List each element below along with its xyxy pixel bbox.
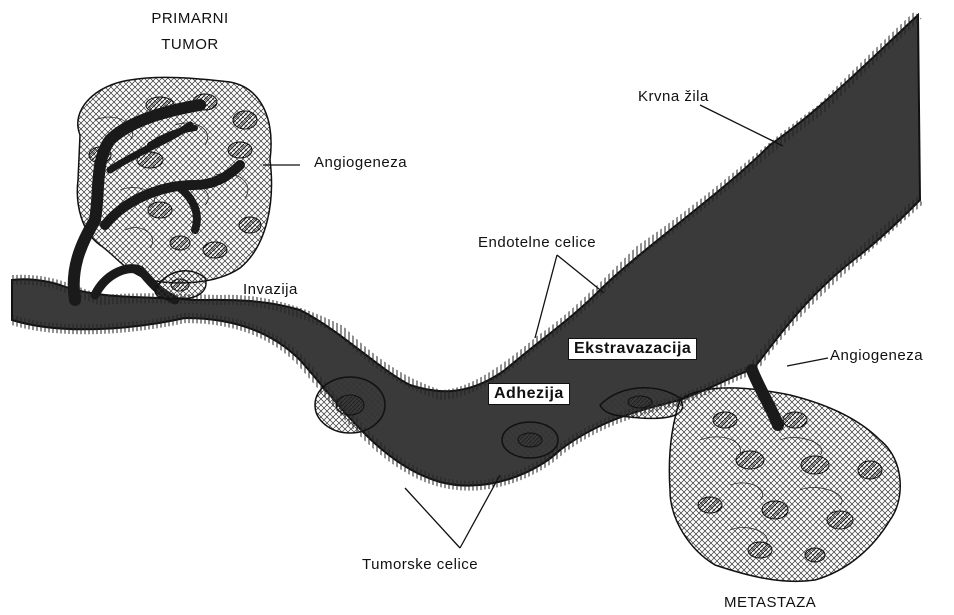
primary-tumor-label-line2: TUMOR: [130, 36, 250, 53]
endothelial-cells-label: Endotelne celice: [478, 234, 596, 251]
angiogenesis-label-top: Angiogeneza: [314, 154, 407, 171]
tumor-cells-label: Tumorske celice: [362, 556, 478, 573]
metastasis-label: METASTAZA: [724, 594, 816, 611]
primary-tumor-label-line1: PRIMARNI: [130, 10, 250, 27]
invasion-label: Invazija: [243, 281, 298, 298]
extravasation-label: Ekstravazacija: [568, 338, 697, 360]
adhesion-label: Adhezija: [488, 383, 570, 405]
angiogenesis-label-right: Angiogeneza: [830, 347, 923, 364]
blood-vessel-label: Krvna žila: [638, 88, 709, 105]
metastasis-mass: [669, 370, 900, 581]
